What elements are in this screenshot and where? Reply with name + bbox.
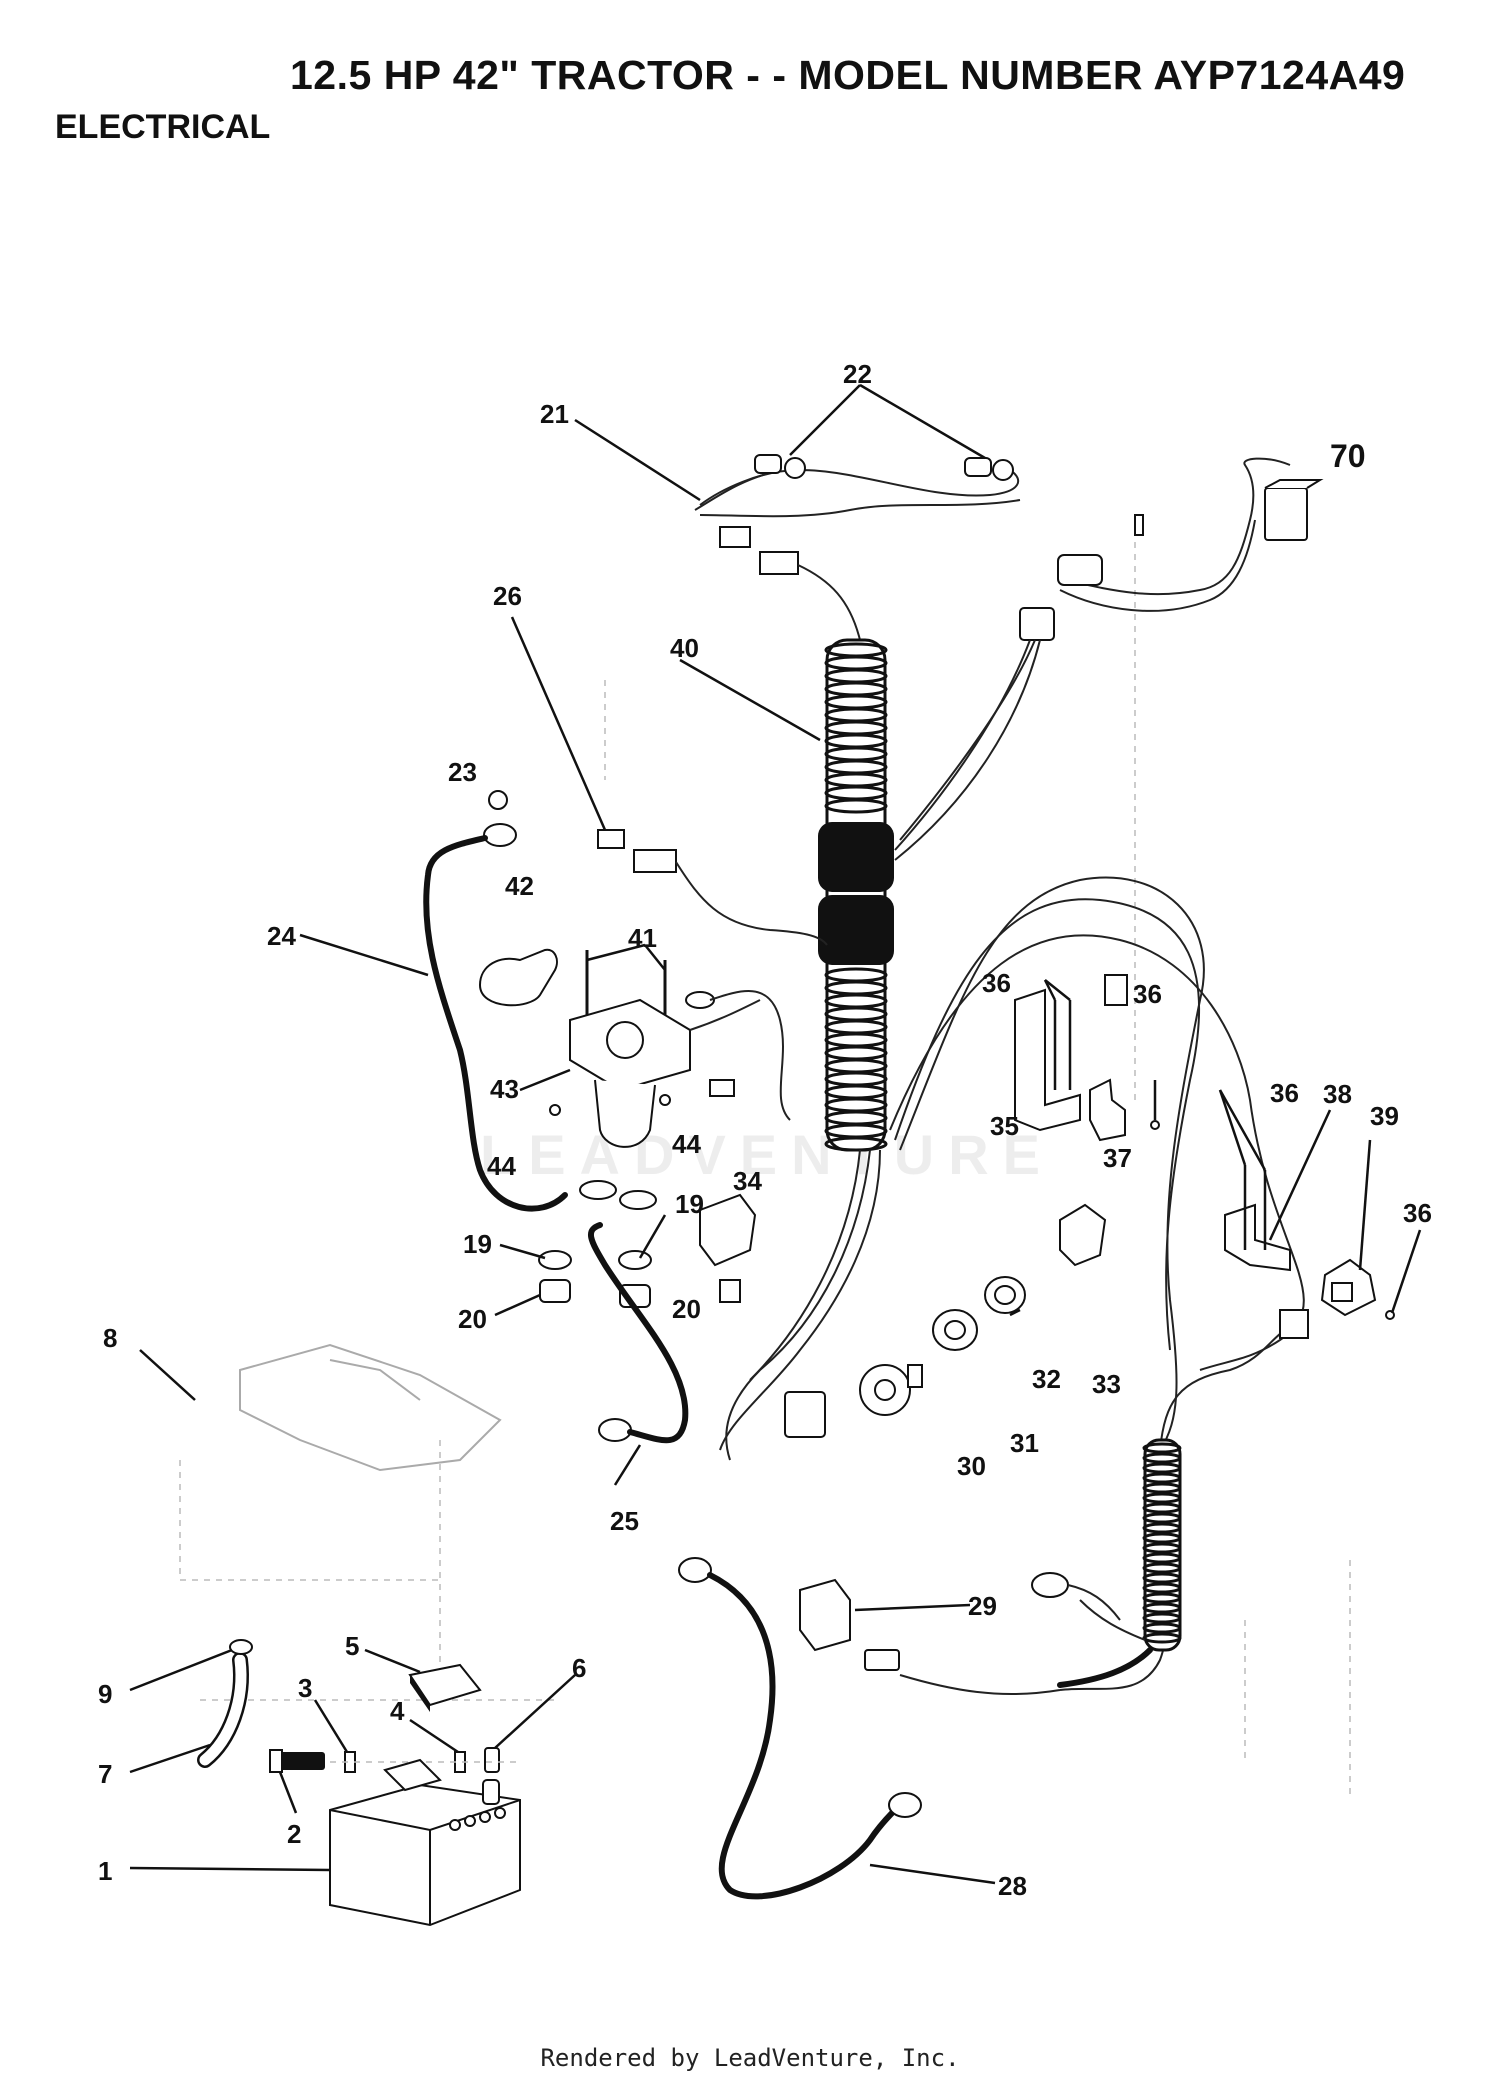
callout-34: 34 [733, 1166, 762, 1196]
coil-rib [1142, 1542, 1182, 1554]
coil-rib [1142, 1592, 1182, 1604]
coil-rib [1142, 1572, 1182, 1584]
coil-rib [1142, 1552, 1182, 1564]
cable-25 [588, 1222, 689, 1444]
callout-36-b: 36 [1133, 979, 1162, 1009]
callout-40: 40 [670, 633, 699, 663]
bracket-38 [1224, 1165, 1291, 1272]
battery-tray [239, 1343, 502, 1472]
coil-rib [1142, 1612, 1182, 1624]
callout-9: 9 [98, 1679, 112, 1709]
callout-25: 25 [610, 1506, 639, 1536]
callout-38: 38 [1323, 1079, 1352, 1109]
conduit-rib [824, 798, 888, 814]
fuse-connector [597, 829, 828, 946]
callout-35: 35 [990, 1111, 1019, 1141]
callout-22: 22 [843, 359, 872, 389]
solenoid-43 [549, 950, 791, 1148]
callout-41: 41 [628, 923, 657, 953]
callout-4: 4 [390, 1696, 405, 1726]
coil-rib [1142, 1562, 1182, 1574]
leader-lines [129, 383, 1422, 1885]
coil-rib [1142, 1602, 1182, 1614]
callout-36-a: 36 [982, 968, 1011, 998]
callout-3: 3 [298, 1673, 312, 1703]
top-harness [694, 454, 1021, 641]
callout-30: 30 [957, 1451, 986, 1481]
callout-21: 21 [540, 399, 569, 429]
callout-43: 43 [490, 1074, 519, 1104]
cable-24 [423, 790, 568, 1212]
ignition-switch-30 [859, 1364, 923, 1416]
callout-1: 1 [98, 1856, 112, 1886]
switch-37 [1089, 1078, 1160, 1142]
callout-2: 2 [287, 1819, 301, 1849]
callout-28: 28 [998, 1871, 1027, 1901]
callout-23: 23 [448, 757, 477, 787]
callout-44-right: 44 [672, 1129, 701, 1159]
battery-hardware [269, 1663, 520, 1773]
callout-39: 39 [1370, 1101, 1399, 1131]
callout-7: 7 [98, 1759, 112, 1789]
switch-39 [1320, 1258, 1395, 1320]
callout-37: 37 [1103, 1143, 1132, 1173]
callout-24: 24 [267, 921, 296, 951]
callout-44-left: 44 [487, 1151, 516, 1181]
footer-credit: Rendered by LeadVenture, Inc. [540, 2044, 960, 2072]
nut-32 [984, 1276, 1026, 1314]
boot-42 [478, 948, 558, 1007]
bracket-35 [1014, 988, 1081, 1132]
conduit [818, 638, 894, 1152]
coil-rib [1142, 1442, 1182, 1454]
coil-rib [1142, 1622, 1182, 1634]
callout-31: 31 [1010, 1428, 1039, 1458]
callout-42: 42 [505, 871, 534, 901]
callout-32: 32 [1032, 1364, 1061, 1394]
switch-34 [699, 1193, 757, 1303]
callout-33: 33 [1092, 1369, 1121, 1399]
vent-hose-7 [197, 1639, 253, 1768]
washer-31 [932, 1309, 978, 1351]
coil-rib [1142, 1512, 1182, 1524]
coil-rib [1142, 1492, 1182, 1504]
callout-26: 26 [493, 581, 522, 611]
callouts: 22 21 70 26 40 23 42 24 41 43 44 44 36 3… [98, 359, 1432, 1901]
callout-19-right: 19 [675, 1189, 704, 1219]
callout-70: 70 [1330, 438, 1366, 474]
coil-rib [1142, 1582, 1182, 1594]
callout-29: 29 [968, 1591, 997, 1621]
coil-rib [1142, 1632, 1182, 1644]
coil-rib [1142, 1502, 1182, 1514]
watermark: LEADVENTURE [480, 1123, 1055, 1186]
coiled-harness [799, 1438, 1182, 1695]
callout-6: 6 [572, 1653, 586, 1683]
coil-rib [1142, 1462, 1182, 1474]
coil-rib [1142, 1452, 1182, 1464]
callout-5: 5 [345, 1631, 359, 1661]
callout-20-left: 20 [458, 1304, 487, 1334]
coil-rib [1142, 1532, 1182, 1544]
callout-8: 8 [103, 1323, 117, 1353]
section-heading: ELECTRICAL [55, 108, 271, 146]
coil-rib [1142, 1482, 1182, 1494]
callout-36-d: 36 [1403, 1198, 1432, 1228]
conduit-rib [824, 1136, 888, 1152]
battery-1 [329, 1758, 521, 1927]
callout-36-c: 36 [1270, 1078, 1299, 1108]
relay-33 [1059, 1203, 1107, 1267]
page-title: 12.5 HP 42" TRACTOR - - MODEL NUMBER AYP… [290, 52, 1406, 98]
coil-rib [1142, 1472, 1182, 1484]
chassis-outline [179, 530, 1351, 1800]
callout-19-left: 19 [463, 1229, 492, 1259]
coil-rib [1142, 1522, 1182, 1534]
right-harness [894, 457, 1324, 861]
callout-20-right: 20 [672, 1294, 701, 1324]
cable-28 [678, 1557, 922, 1900]
lower-harness [719, 876, 1309, 1461]
